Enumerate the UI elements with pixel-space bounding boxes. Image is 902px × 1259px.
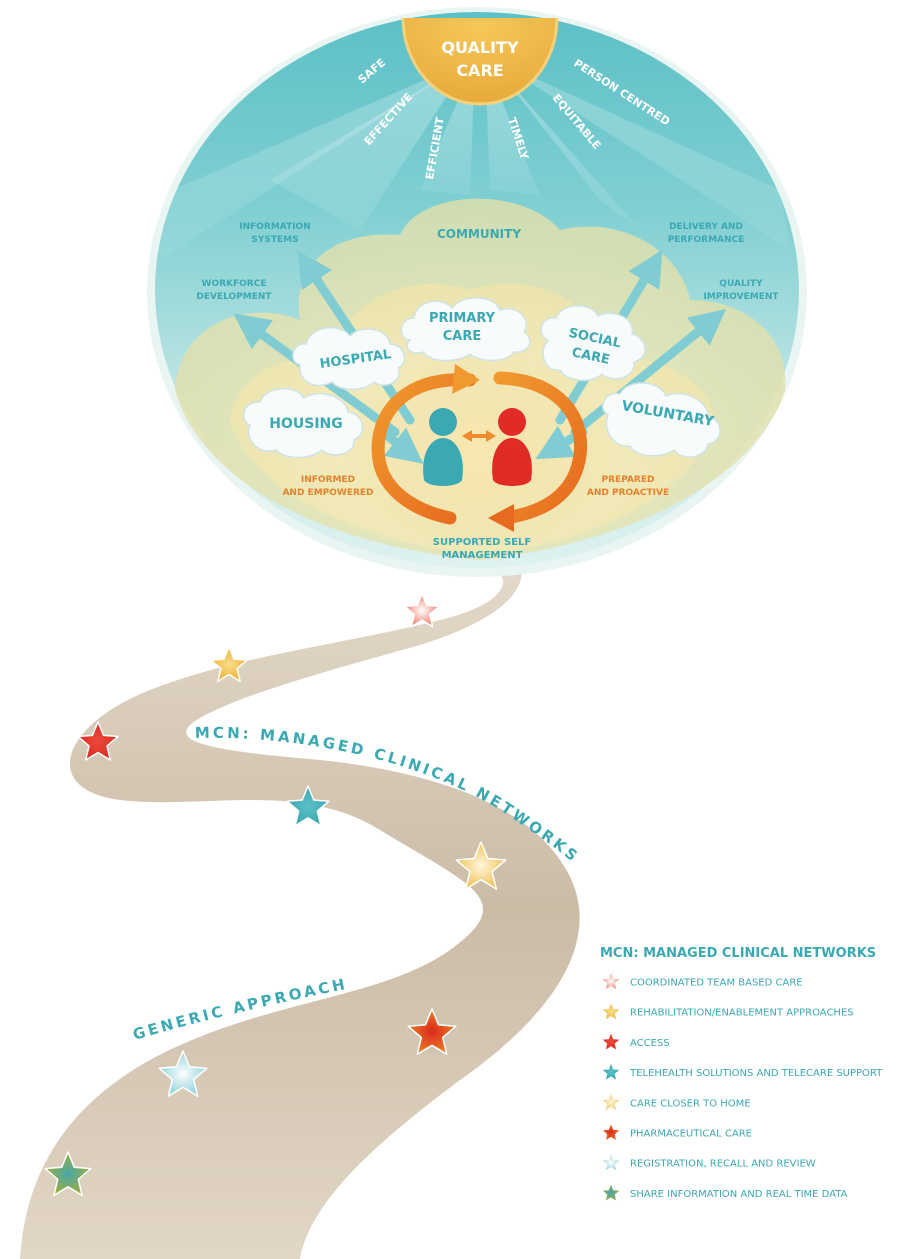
label-workforce-development: WORKFORCE (202, 279, 267, 289)
quality-care-title: QUALITY (441, 38, 519, 57)
legend-item-label-3: ACCESS (630, 1038, 670, 1049)
cloud-social-care (540, 305, 646, 382)
label-information-systems: INFORMATION (239, 222, 311, 232)
legend-star-7-icon (601, 1152, 621, 1172)
legend-items: COORDINATED TEAM BASED CARE REHABILITATIO… (601, 971, 883, 1202)
label-information-systems-2: SYSTEMS (251, 235, 298, 245)
road-stars (44, 593, 507, 1197)
road-star-1-icon (404, 593, 440, 628)
legend-star-1-icon (601, 971, 621, 991)
label-supported-self-management-2: MANAGEMENT (442, 550, 523, 561)
double-arrow-icon (462, 430, 496, 442)
legend-item-label-7: REGISTRATION, RECALL AND REVIEW (630, 1159, 816, 1170)
legend-star-2-icon (601, 1001, 621, 1021)
legend-item-label-4: TELEHEALTH SOLUTIONS AND TELECARE SUPPOR… (629, 1068, 883, 1079)
legend-item-label-8: SHARE INFORMATION AND REAL TIME DATA (630, 1189, 848, 1200)
legend-star-4-icon (601, 1062, 621, 1082)
label-community: COMMUNITY (437, 227, 521, 241)
label-quality-improvement: QUALITY (719, 279, 763, 289)
road-star-7-icon (158, 1050, 208, 1097)
label-workforce-development-2: DEVELOPMENT (196, 292, 272, 302)
cloud-hospital (292, 326, 406, 391)
quality-care-title-2: CARE (456, 61, 503, 80)
cloud-label-primary-care: PRIMARY (429, 311, 496, 326)
legend-star-3-icon (601, 1031, 621, 1051)
legend-item-label-6: PHARMACEUTICAL CARE (630, 1129, 752, 1140)
cloud-voluntary (602, 382, 721, 458)
light-rays (150, 60, 790, 260)
label-delivery-performance: DELIVERY AND (669, 222, 743, 232)
cloud-label-housing: HOUSING (269, 416, 343, 432)
road-star-8-icon (44, 1151, 92, 1197)
label-supported-self-management: SUPPORTED SELF (433, 537, 531, 548)
road-star-2-icon (210, 646, 248, 683)
cycle-arrows (371, 364, 588, 532)
legend-item-label-1: COORDINATED TEAM BASED CARE (630, 978, 803, 989)
person-teal-icon (423, 408, 463, 486)
legend-star-6-icon (601, 1122, 621, 1142)
label-informed-2: AND EMPOWERED (282, 488, 373, 498)
cloud-housing (242, 388, 364, 459)
label-quality-improvement-2: IMPROVEMENT (703, 292, 779, 302)
legend: MCN: MANAGED CLINICAL NETWORKS COORDINAT… (600, 946, 883, 1202)
legend-star-8-icon (601, 1182, 621, 1202)
road-star-5-icon (455, 841, 507, 890)
label-informed: INFORMED (301, 475, 355, 485)
winding-road (20, 560, 580, 1259)
legend-item-label-5: CARE CLOSER TO HOME (630, 1098, 751, 1109)
road-star-4-icon (286, 785, 330, 827)
label-prepared-2: AND PROACTIVE (587, 488, 669, 498)
label-prepared: PREPARED (602, 475, 655, 485)
label-delivery-performance-2: PERFORMANCE (668, 235, 745, 245)
road-star-6-icon (407, 1008, 457, 1055)
cloud-primary-care (400, 297, 531, 362)
road-star-3-icon (77, 721, 119, 761)
cloud-label-primary-care-2: CARE (443, 329, 482, 344)
person-red-icon (492, 408, 532, 486)
legend-star-5-icon (601, 1092, 621, 1112)
legend-title: MCN: MANAGED CLINICAL NETWORKS (600, 946, 876, 961)
legend-item-label-2: REHABILITATION/ENABLEMENT APPROACHES (630, 1008, 854, 1019)
